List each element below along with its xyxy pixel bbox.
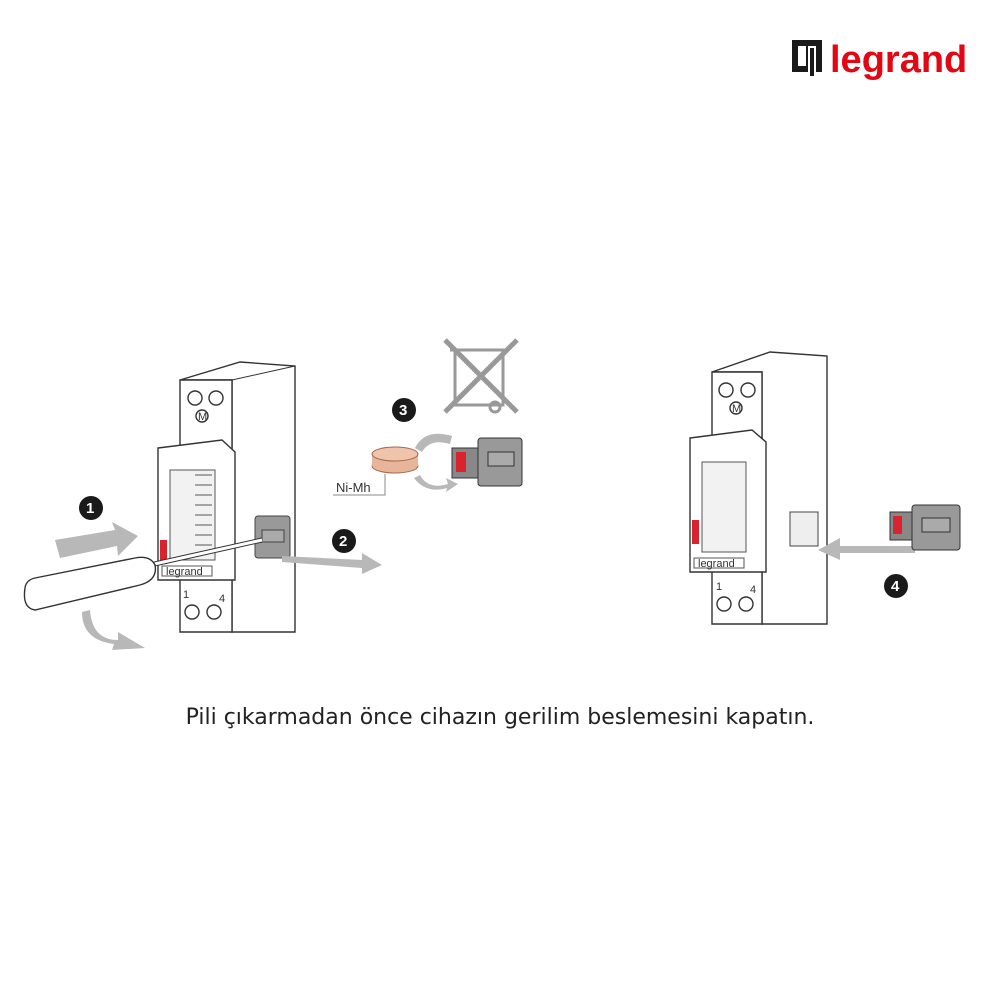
pull-arrow xyxy=(282,553,382,574)
svg-text:4: 4 xyxy=(891,578,900,595)
swap-arrow-top xyxy=(415,433,452,452)
svg-text:1: 1 xyxy=(716,581,722,593)
crossed-out-bin-icon xyxy=(443,338,519,414)
rotate-arrow xyxy=(82,610,145,650)
nimh-battery xyxy=(371,446,419,474)
svg-text:3: 3 xyxy=(399,402,407,419)
svg-text:M: M xyxy=(198,411,207,423)
svg-text:M: M xyxy=(732,403,741,415)
svg-text:2: 2 xyxy=(339,533,347,550)
step-badge-1: 1 xyxy=(79,496,103,520)
battery-holder xyxy=(451,437,523,487)
battery-holder-insert xyxy=(889,504,961,551)
push-arrow xyxy=(55,522,138,558)
battery-label: Ni-Mh xyxy=(336,480,371,495)
svg-text:legrand: legrand xyxy=(698,558,735,570)
step-badge-2: 2 xyxy=(332,529,356,553)
insert-arrow xyxy=(818,538,915,560)
svg-text:4: 4 xyxy=(219,593,225,605)
svg-text:4: 4 xyxy=(750,584,756,596)
legrand-logo: legrand xyxy=(792,39,967,81)
timer-device-left: M legrand 1 4 xyxy=(157,361,296,633)
instruction-caption: Pili çıkarmadan önce cihazın gerilim bes… xyxy=(185,705,815,730)
swap-arrow-bottom xyxy=(414,475,458,492)
logo-text: legrand xyxy=(830,39,967,81)
step-badge-4: 4 xyxy=(884,574,908,598)
timer-device-right: M legrand 1 4 xyxy=(689,351,828,625)
svg-text:1: 1 xyxy=(183,589,189,601)
svg-text:1: 1 xyxy=(86,500,94,517)
logo-mark-icon xyxy=(792,40,822,76)
step-badge-3: 3 xyxy=(392,398,416,422)
svg-text:legrand: legrand xyxy=(166,566,203,578)
screwdriver xyxy=(23,537,263,611)
